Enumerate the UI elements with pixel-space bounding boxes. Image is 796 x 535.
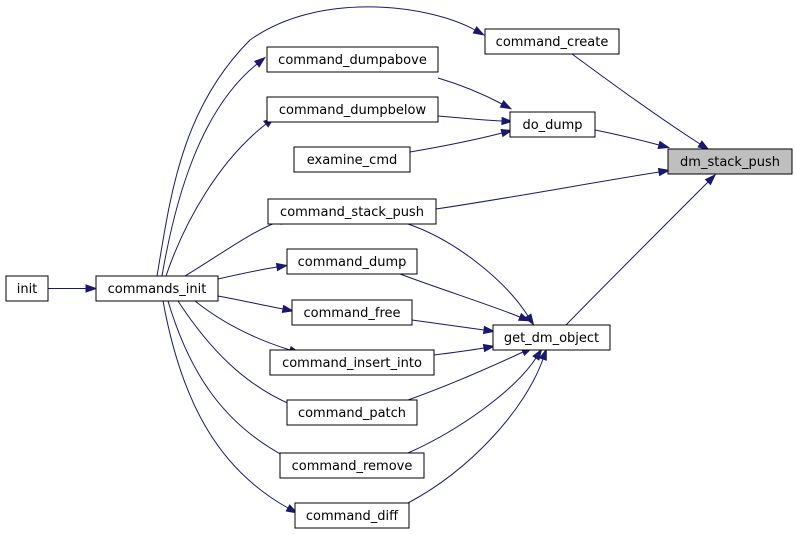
node-command-dump[interactable]: command_dump <box>286 248 418 275</box>
node-box <box>492 324 611 351</box>
node-command-dumpabove[interactable]: command_dumpabove <box>266 46 439 73</box>
edge-get_dm_object-to-dm_stack_push <box>565 173 717 326</box>
node-command-dumpbelow[interactable]: command_dumpbelow <box>266 96 439 123</box>
node-label: command_patch <box>298 406 406 421</box>
arrowhead <box>499 100 513 110</box>
arrowhead <box>500 129 514 138</box>
node-label: init <box>17 282 38 297</box>
edge-command_dumpabove-to-do_dump <box>437 77 513 110</box>
node-label: command_free <box>303 306 400 321</box>
node-command-create[interactable]: command_create <box>484 28 620 55</box>
arrowhead <box>253 56 266 68</box>
node-label: command_dump <box>298 255 407 270</box>
edge-command_insert_into-to-get_dm_object <box>433 343 496 356</box>
node-box <box>267 198 437 225</box>
node-command-stack-push[interactable]: command_stack_push <box>267 198 437 225</box>
edge-command_stack_push-to-dm_stack_push <box>435 167 671 210</box>
node-box <box>667 148 793 175</box>
edge-command_create-to-dm_stack_push <box>571 53 710 151</box>
edge-init-to-commands_init <box>48 284 98 293</box>
nodes-layer: init commands_init command_create command_d… <box>5 28 793 529</box>
node-examine-cmd[interactable]: examine_cmd <box>293 146 411 173</box>
node-box <box>269 349 435 376</box>
node-box <box>293 146 411 173</box>
node-command-remove[interactable]: command_remove <box>279 452 425 479</box>
node-dm-stack-push[interactable]: dm_stack_push <box>667 148 793 175</box>
node-label: command_stack_push <box>280 205 424 220</box>
edge-commands_init-to-command_create <box>156 6 486 277</box>
node-label: command_dumpbelow <box>279 103 427 118</box>
node-label: examine_cmd <box>307 153 398 168</box>
arrowhead <box>657 140 671 149</box>
arrowhead <box>704 173 717 186</box>
node-box <box>5 275 49 302</box>
node-box <box>286 248 418 275</box>
node-box <box>484 28 620 55</box>
edge-commands_init-to-command_diff <box>162 300 299 514</box>
node-command-free[interactable]: command_free <box>291 299 413 326</box>
node-label: command_diff <box>306 509 399 524</box>
node-label: commands_init <box>108 282 207 297</box>
edge-do_dump-to-dm_stack_push <box>594 129 671 149</box>
edge-command_stack_push-to-get_dm_object <box>407 223 535 326</box>
node-label: command_create <box>496 35 609 50</box>
arrowhead <box>85 284 98 293</box>
edge-commands_init-to-command_dumpabove <box>161 56 266 277</box>
edge-command_free-to-get_dm_object <box>411 319 496 335</box>
arrowhead <box>501 116 514 126</box>
arrowhead <box>697 140 710 151</box>
node-box <box>294 502 410 529</box>
node-command-diff[interactable]: command_diff <box>294 502 410 529</box>
edge-commands_init-to-command_dump <box>217 262 289 280</box>
node-label: command_insert_into <box>282 356 422 371</box>
edge-command_diff-to-get_dm_object <box>407 348 547 504</box>
node-command-insert-into[interactable]: command_insert_into <box>269 349 435 376</box>
node-do-dump[interactable]: do_dump <box>509 111 596 138</box>
arrowhead <box>472 26 486 36</box>
arrowhead <box>275 262 289 272</box>
node-get-dm-object[interactable]: get_dm_object <box>492 324 611 351</box>
node-label: command_remove <box>292 459 413 474</box>
edge-command_dump-to-get_dm_object <box>399 273 531 322</box>
edge-command_remove-to-get_dm_object <box>407 348 543 454</box>
arrowhead <box>482 343 496 353</box>
node-init[interactable]: init <box>5 275 49 302</box>
node-box <box>266 96 439 123</box>
node-box <box>509 111 596 138</box>
node-label: dm_stack_push <box>680 155 780 170</box>
arrowhead <box>281 304 295 314</box>
node-box <box>95 275 219 302</box>
arrowhead <box>285 504 299 514</box>
edge-commands_init-to-command_free <box>217 295 295 314</box>
edge-command_dumpbelow-to-do_dump <box>437 115 514 126</box>
node-label: command_dumpabove <box>278 53 427 68</box>
node-box <box>291 299 413 326</box>
arrowhead <box>657 167 671 177</box>
node-box <box>279 452 425 479</box>
node-label: get_dm_object <box>504 331 599 346</box>
node-commands-init[interactable]: commands_init <box>95 275 219 302</box>
edge-examine_cmd-to-do_dump <box>409 129 514 153</box>
node-command-patch[interactable]: command_patch <box>286 399 418 426</box>
edge-commands_init-to-command_dumpbelow <box>165 116 276 277</box>
arrowhead <box>538 348 547 361</box>
node-label: do_dump <box>522 118 582 133</box>
node-box <box>286 399 418 426</box>
arrowhead <box>532 348 543 361</box>
arrowhead <box>517 312 531 322</box>
node-box <box>266 46 439 73</box>
arrowhead <box>482 325 496 335</box>
